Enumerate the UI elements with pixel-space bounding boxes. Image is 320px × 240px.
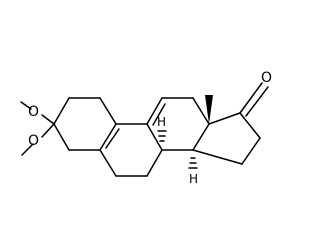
methyl-wedge [205, 95, 213, 124]
methoxy-groups: O O [20, 101, 55, 156]
bond-c17-o [239, 82, 263, 114]
structure-canvas: O H H O O [20, 70, 272, 186]
atom-o-keto: O [261, 70, 272, 86]
bond-c9-c11 [146, 97, 163, 125]
bond-c3-o-upper [41, 114, 55, 125]
stereo-h-c14: H [188, 157, 198, 186]
bond-c15-c14 [192, 149, 243, 165]
bond-c9-c11-double [152, 103, 166, 126]
bond-c12-c13 [192, 97, 210, 125]
bond-o-lower-me [21, 143, 34, 156]
stereo-h-c8: H [157, 115, 167, 142]
steroid-structure: O H H O O [20, 70, 272, 186]
bond-c5-c10-double [105, 128, 120, 149]
bond-c17-c16 [239, 112, 261, 139]
bond-c13-c14 [192, 123, 210, 151]
bond-c3-o-lower [41, 123, 55, 138]
bond-c7-c8 [146, 149, 163, 177]
ring-d [192, 112, 261, 165]
bond-c5-c10 [99, 123, 117, 151]
atom-h-c14: H [189, 172, 198, 186]
bond-c10-c1 [99, 97, 117, 125]
bond-o-upper-me [20, 101, 32, 110]
ring-a [53, 97, 117, 151]
bond-c5-c6 [99, 149, 117, 177]
bond-c3-c4 [53, 123, 70, 151]
bond-c13-c17 [208, 112, 241, 125]
bond-c16-c15 [241, 137, 261, 165]
ring-b [99, 123, 163, 177]
atom-h-c8: H [157, 115, 166, 129]
bond-c2-c3 [53, 97, 70, 125]
ring-c [146, 97, 210, 151]
ketone-group: O [239, 70, 272, 117]
bond-c17-o-double [245, 86, 269, 117]
atom-o-methoxy-lower: O [28, 133, 39, 149]
atom-o-methoxy-upper: O [28, 104, 39, 120]
bond-c8-c9 [146, 123, 163, 151]
